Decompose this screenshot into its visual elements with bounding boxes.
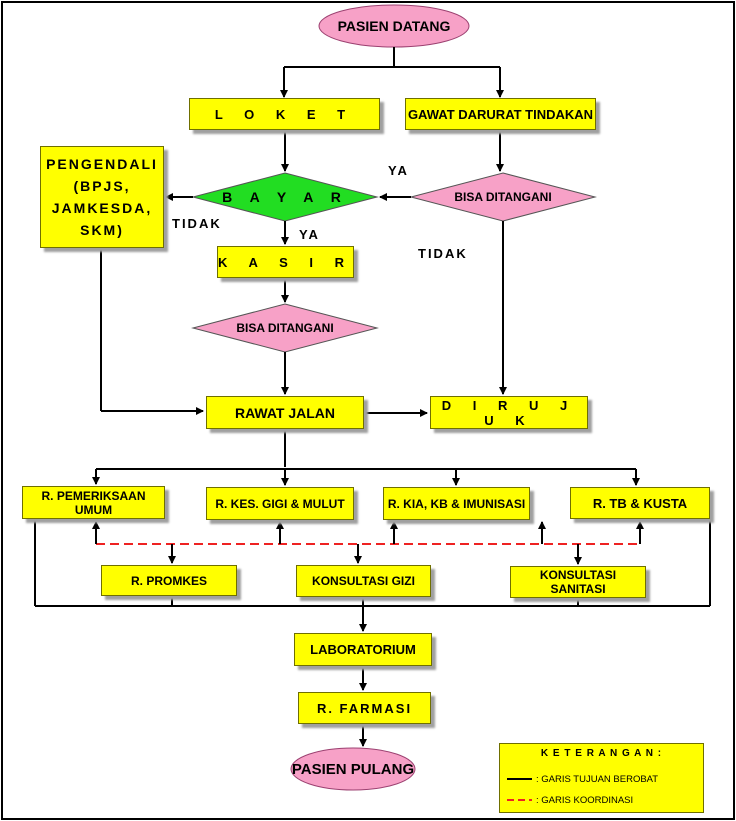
- gawat-darurat-box: GAWAT DARURAT TINDAKAN: [405, 98, 596, 130]
- bisa-ditangani-label-1: BISA DITANGANI: [454, 190, 552, 204]
- bayar-label: B A Y A R: [222, 189, 348, 205]
- legend-title: K E T E R A N G A N :: [540, 748, 663, 759]
- rawat-jalan-box: RAWAT JALAN: [206, 396, 364, 429]
- end-node: PASIEN PULANG: [291, 760, 415, 778]
- edge-label-ya-1: YA: [388, 163, 409, 178]
- legend-solid-label: : GARIS TUJUAN BEROBAT: [536, 774, 659, 785]
- legend-dashed-label: : GARIS KOORDINASI: [536, 795, 634, 806]
- edge-label-ya-2: YA: [299, 227, 320, 242]
- edge-label-tidak-1: TIDAK: [172, 216, 222, 231]
- loket-box: L O K E T: [189, 98, 380, 130]
- bisa-ditangani-label-2: BISA DITANGANI: [236, 321, 334, 335]
- r-pemeriksaan-umum-box: R. PEMERIKSAAN UMUM: [22, 486, 165, 519]
- edge-label-tidak-2: TIDAK: [418, 246, 468, 261]
- konsultasi-gizi-box: KONSULTASI GIZI: [296, 565, 431, 597]
- r-tb-kusta-box: R. TB & KUSTA: [570, 487, 710, 519]
- konsultasi-sanitasi-box: KONSULTASI SANITASI: [510, 566, 646, 598]
- start-node: PASIEN DATANG: [337, 18, 451, 34]
- kasir-box: K A S I R: [217, 246, 354, 278]
- legend-box: K E T E R A N G A N : : GARIS TUJUAN BER…: [499, 743, 704, 813]
- dirujuk-box: D I R U J U K: [430, 396, 588, 429]
- r-promkes-box: R. PROMKES: [101, 565, 237, 596]
- laboratorium-box: LABORATORIUM: [294, 633, 432, 666]
- r-kes-gigi-box: R. KES. GIGI & MULUT: [206, 487, 354, 520]
- pengendali-box: PENGENDALI (BPJS, JAMKESDA, SKM): [40, 146, 164, 248]
- r-farmasi-box: R. FARMASI: [298, 692, 431, 724]
- r-kia-box: R. KIA, KB & IMUNISASI: [383, 487, 530, 520]
- end-ellipse: [290, 747, 416, 791]
